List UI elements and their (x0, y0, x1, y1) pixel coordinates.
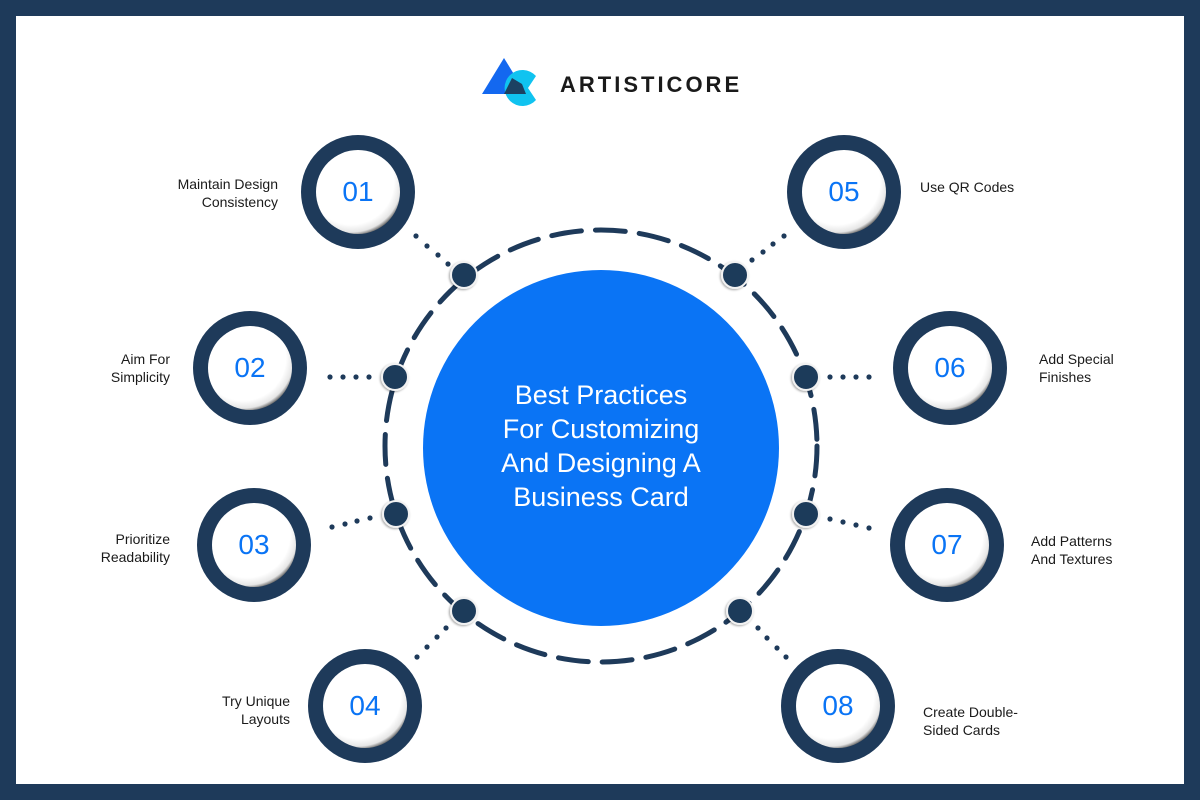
step-ring-08 (781, 649, 895, 763)
step-number-02: 02 (234, 352, 266, 383)
label-line: Layouts (240, 711, 290, 727)
step-label-01: Maintain Design Consistency (118, 175, 278, 211)
label-line: And Textures (1031, 551, 1113, 567)
step-ring-06 (893, 311, 1007, 425)
step-number-06: 06 (934, 352, 966, 383)
label-line: Consistency (201, 194, 278, 210)
label-line: Prioritize (115, 531, 170, 547)
title-line: For Customizing (502, 414, 700, 444)
step-label-02: Aim For Simplicity (10, 350, 170, 386)
center-circle (423, 270, 779, 626)
title-line: Best Practices (514, 380, 688, 410)
step-ring-03 (197, 488, 311, 602)
step-number-04: 04 (349, 690, 381, 721)
step-label-08: Create Double- Sided Cards (923, 703, 1083, 739)
orbit-nodes (381, 261, 820, 625)
artisticore-logo-icon (482, 58, 536, 106)
step-ring-01 (301, 135, 415, 249)
label-line: Aim For (121, 351, 170, 367)
center-title: Best Practices For Customizing And Desig… (440, 378, 762, 514)
dashed-orbit-ring (382, 227, 820, 665)
title-line: And Designing A (501, 448, 701, 478)
label-line: Readability (100, 549, 170, 565)
brand-logo: ARTISTICORE (482, 58, 742, 112)
step-rings (193, 135, 1007, 763)
step-number-01: 01 (342, 176, 374, 207)
step-number-05: 05 (828, 176, 860, 207)
step-label-07: Add Patterns And Textures (1031, 532, 1191, 568)
step-number-08: 08 (822, 690, 854, 721)
label-line: Sided Cards (923, 722, 1001, 738)
title-line: Business Card (513, 482, 689, 512)
step-label-06: Add Special Finishes (1039, 350, 1199, 386)
label-line: Add Patterns (1031, 533, 1112, 549)
connector-dots (327, 233, 872, 660)
label-line: Create Double- (923, 704, 1018, 720)
step-label-04: Try Unique Layouts (130, 692, 290, 728)
label-line: Maintain Design (177, 176, 278, 192)
step-label-05: Use QR Codes (920, 178, 1080, 196)
label-line: Finishes (1039, 369, 1092, 385)
step-ring-05 (787, 135, 901, 249)
step-ring-07 (890, 488, 1004, 602)
step-ring-02 (193, 311, 307, 425)
label-line: Simplicity (110, 369, 170, 385)
step-label-03: Prioritize Readability (10, 530, 170, 566)
step-ring-04 (308, 649, 422, 763)
label-line: Use QR Codes (920, 179, 1015, 195)
label-line: Try Unique (222, 693, 290, 709)
brand-name: ARTISTICORE (560, 72, 743, 97)
step-number-07: 07 (931, 529, 963, 560)
step-number-03: 03 (238, 529, 270, 560)
label-line: Add Special (1039, 351, 1114, 367)
